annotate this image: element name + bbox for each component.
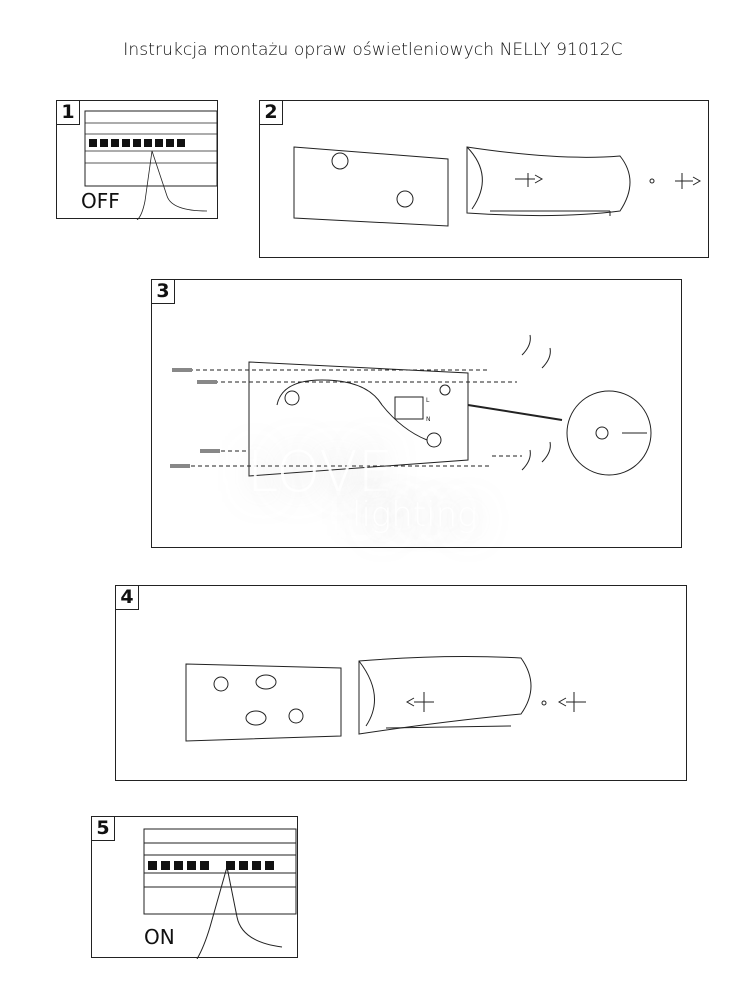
step-2-panel: 2 [259, 100, 709, 258]
wall-mounting-wiring-illustration: L N [170, 334, 652, 477]
document-title: Instrukcja montażu opraw oświetleniowych… [123, 40, 623, 60]
step-3-panel: L N LOVE lighting 3 [151, 279, 682, 548]
watermark-love: LOVE [247, 440, 393, 505]
step-4-panel: 4 [115, 585, 687, 781]
breaker-panel-off-illustration [84, 110, 218, 220]
watermark-lighting: lighting [352, 495, 478, 535]
breaker-panel-on-illustration [143, 828, 297, 959]
step-number: 1 [56, 100, 80, 125]
off-label: OFF [81, 189, 120, 213]
step-number: 5 [91, 816, 115, 841]
terminal-label-l: L [426, 397, 430, 404]
terminal-label-n: N [426, 416, 431, 423]
step-1-panel: 1 OFF [56, 100, 218, 220]
step-number: 2 [259, 100, 283, 125]
step-number: 4 [115, 585, 139, 610]
on-label: ON [144, 925, 175, 949]
step-5-panel: 5 ON [91, 816, 298, 959]
cover-removal-illustration [293, 146, 702, 227]
bulb-and-cover-install-illustration [185, 656, 586, 742]
step-number: 3 [151, 279, 175, 304]
